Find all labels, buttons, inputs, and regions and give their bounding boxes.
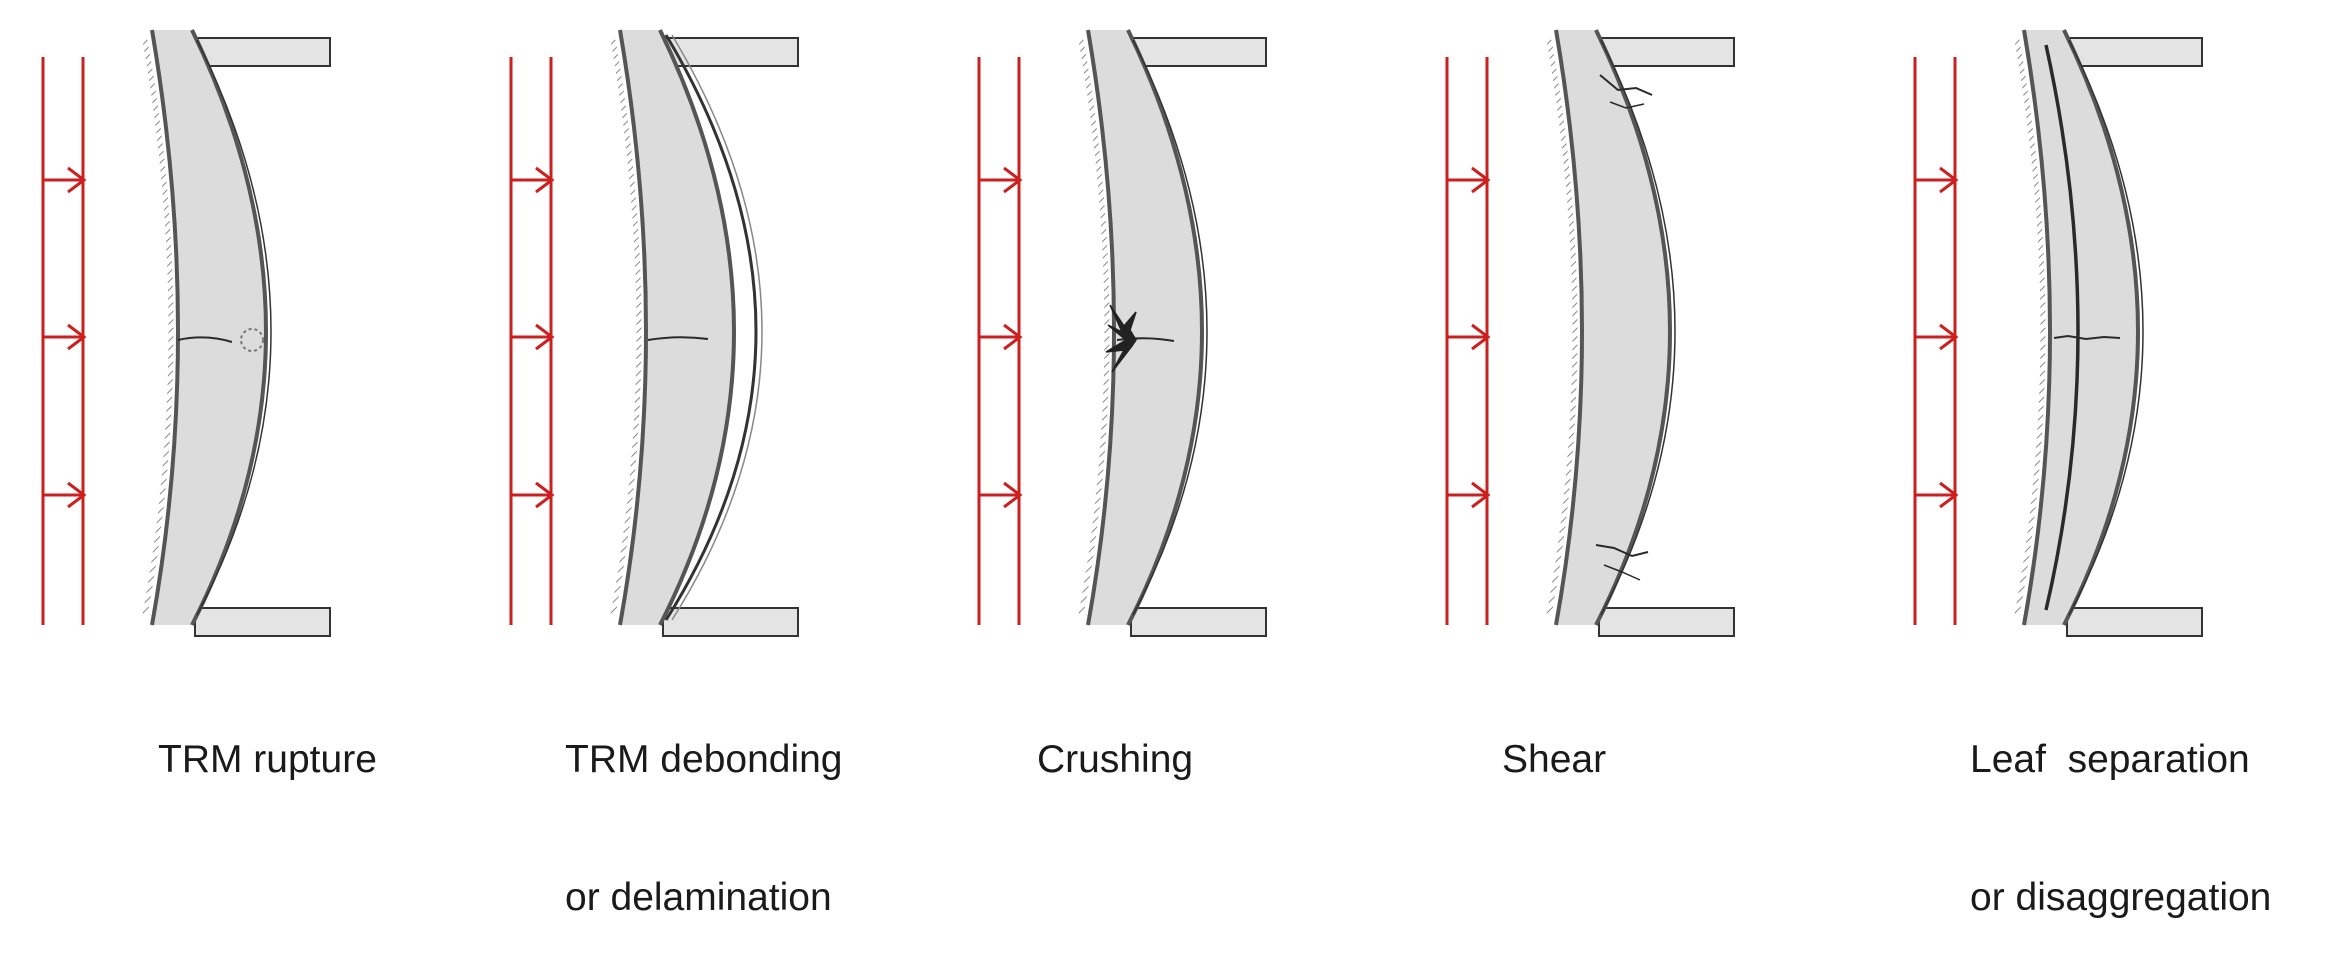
shear-crack-bottom: [1603, 564, 1641, 581]
caption-crushing: Crushing: [1037, 645, 1193, 829]
arrow-head: [535, 166, 555, 194]
trm-layer-left: [1078, 39, 1110, 616]
support-plate-top: [1130, 37, 1267, 67]
wall-right-face: [1126, 29, 1204, 626]
caption-line: TRM rupture: [158, 738, 377, 781]
caption-trm-rupture: TRM rupture: [158, 645, 377, 829]
wall-body: [1088, 30, 1202, 625]
caption-line: or disaggregation: [1970, 876, 2272, 919]
trm-layer-left: [610, 39, 642, 616]
wall-left-face: [150, 29, 180, 626]
support-plate-bottom: [662, 607, 799, 637]
panel-shear: [1445, 29, 1735, 637]
caption-line: or delamination: [565, 876, 832, 919]
trm-debonded-layer: [664, 34, 758, 621]
wall-left-face: [618, 29, 648, 626]
caption-trm-debonding: TRM debonding or delamination: [565, 645, 843, 967]
arrow-head: [67, 166, 87, 194]
trm-debonded-layer-outer: [671, 34, 763, 621]
support-plate-top: [1598, 37, 1735, 67]
support-plate-top: [662, 37, 799, 67]
trm-layer-left: [1546, 39, 1578, 616]
caption-shear: Shear: [1502, 645, 1606, 829]
caption-leaf-separation: Leaf separation or disaggregation: [1970, 645, 2271, 967]
crushing-zone: [1105, 304, 1137, 373]
arrow-head: [1939, 166, 1959, 194]
support-plate-bottom: [2066, 607, 2203, 637]
flexural-crack: [177, 336, 233, 343]
support-plate-bottom: [194, 607, 331, 637]
caption-line: TRM debonding: [565, 738, 843, 781]
trm-layer-right: [1600, 39, 1676, 616]
panel-crushing: [977, 29, 1267, 637]
flexural-crack: [2053, 334, 2121, 341]
flexural-crack: [647, 336, 709, 341]
caption-line: Crushing: [1037, 738, 1194, 781]
panels-layer: [41, 29, 2203, 637]
wall-left-face: [2022, 29, 2052, 626]
wall-body: [2024, 30, 2138, 625]
arrow-head: [535, 323, 555, 351]
wall-right-face: [2062, 29, 2140, 626]
wall-body: [152, 30, 266, 625]
arrow-head: [67, 481, 87, 509]
arrow-head: [1003, 166, 1023, 194]
trm-layer-left: [142, 39, 174, 616]
shear-crack-top: [1599, 74, 1653, 96]
wall-left-face: [1086, 29, 1116, 626]
wall-right-face: [658, 29, 736, 626]
arrow-head: [1003, 323, 1023, 351]
trm-layer-left: [2014, 39, 2046, 616]
support-plate-bottom: [1598, 607, 1735, 637]
support-plate-top: [194, 37, 331, 67]
arrow-head: [1939, 323, 1959, 351]
arrow-head: [1471, 323, 1491, 351]
arrow-head: [535, 481, 555, 509]
support-plate-top: [2066, 37, 2203, 67]
arrow-head: [1003, 481, 1023, 509]
wall-right-face: [190, 29, 268, 626]
shear-crack-top: [1609, 101, 1645, 109]
rupture-point-icon: [240, 328, 264, 352]
wall-left-face: [1554, 29, 1584, 626]
wall-body: [620, 30, 734, 625]
arrow-head: [1939, 481, 1959, 509]
panel-leaf-separation: [1913, 29, 2203, 637]
caption-line: Shear: [1502, 738, 1607, 781]
trm-layer-right: [1132, 39, 1208, 616]
panel-trm-debonding: [509, 29, 799, 637]
arrow-head: [1471, 166, 1491, 194]
failure-modes-figure: [41, 29, 2203, 637]
flexural-crack: [1116, 337, 1175, 342]
trm-layer-right: [196, 39, 272, 616]
arrow-head: [67, 323, 87, 351]
arrow-head: [1471, 481, 1491, 509]
support-plate-bottom: [1130, 607, 1267, 637]
shear-crack-bottom: [1595, 544, 1649, 558]
panel-trm-rupture: [41, 29, 331, 637]
leaf-separation-crack: [2044, 44, 2080, 611]
wall-right-face: [1594, 29, 1672, 626]
trm-layer-right: [2068, 39, 2144, 616]
caption-line: Leaf separation: [1970, 738, 2250, 781]
wall-body: [1556, 30, 1670, 625]
